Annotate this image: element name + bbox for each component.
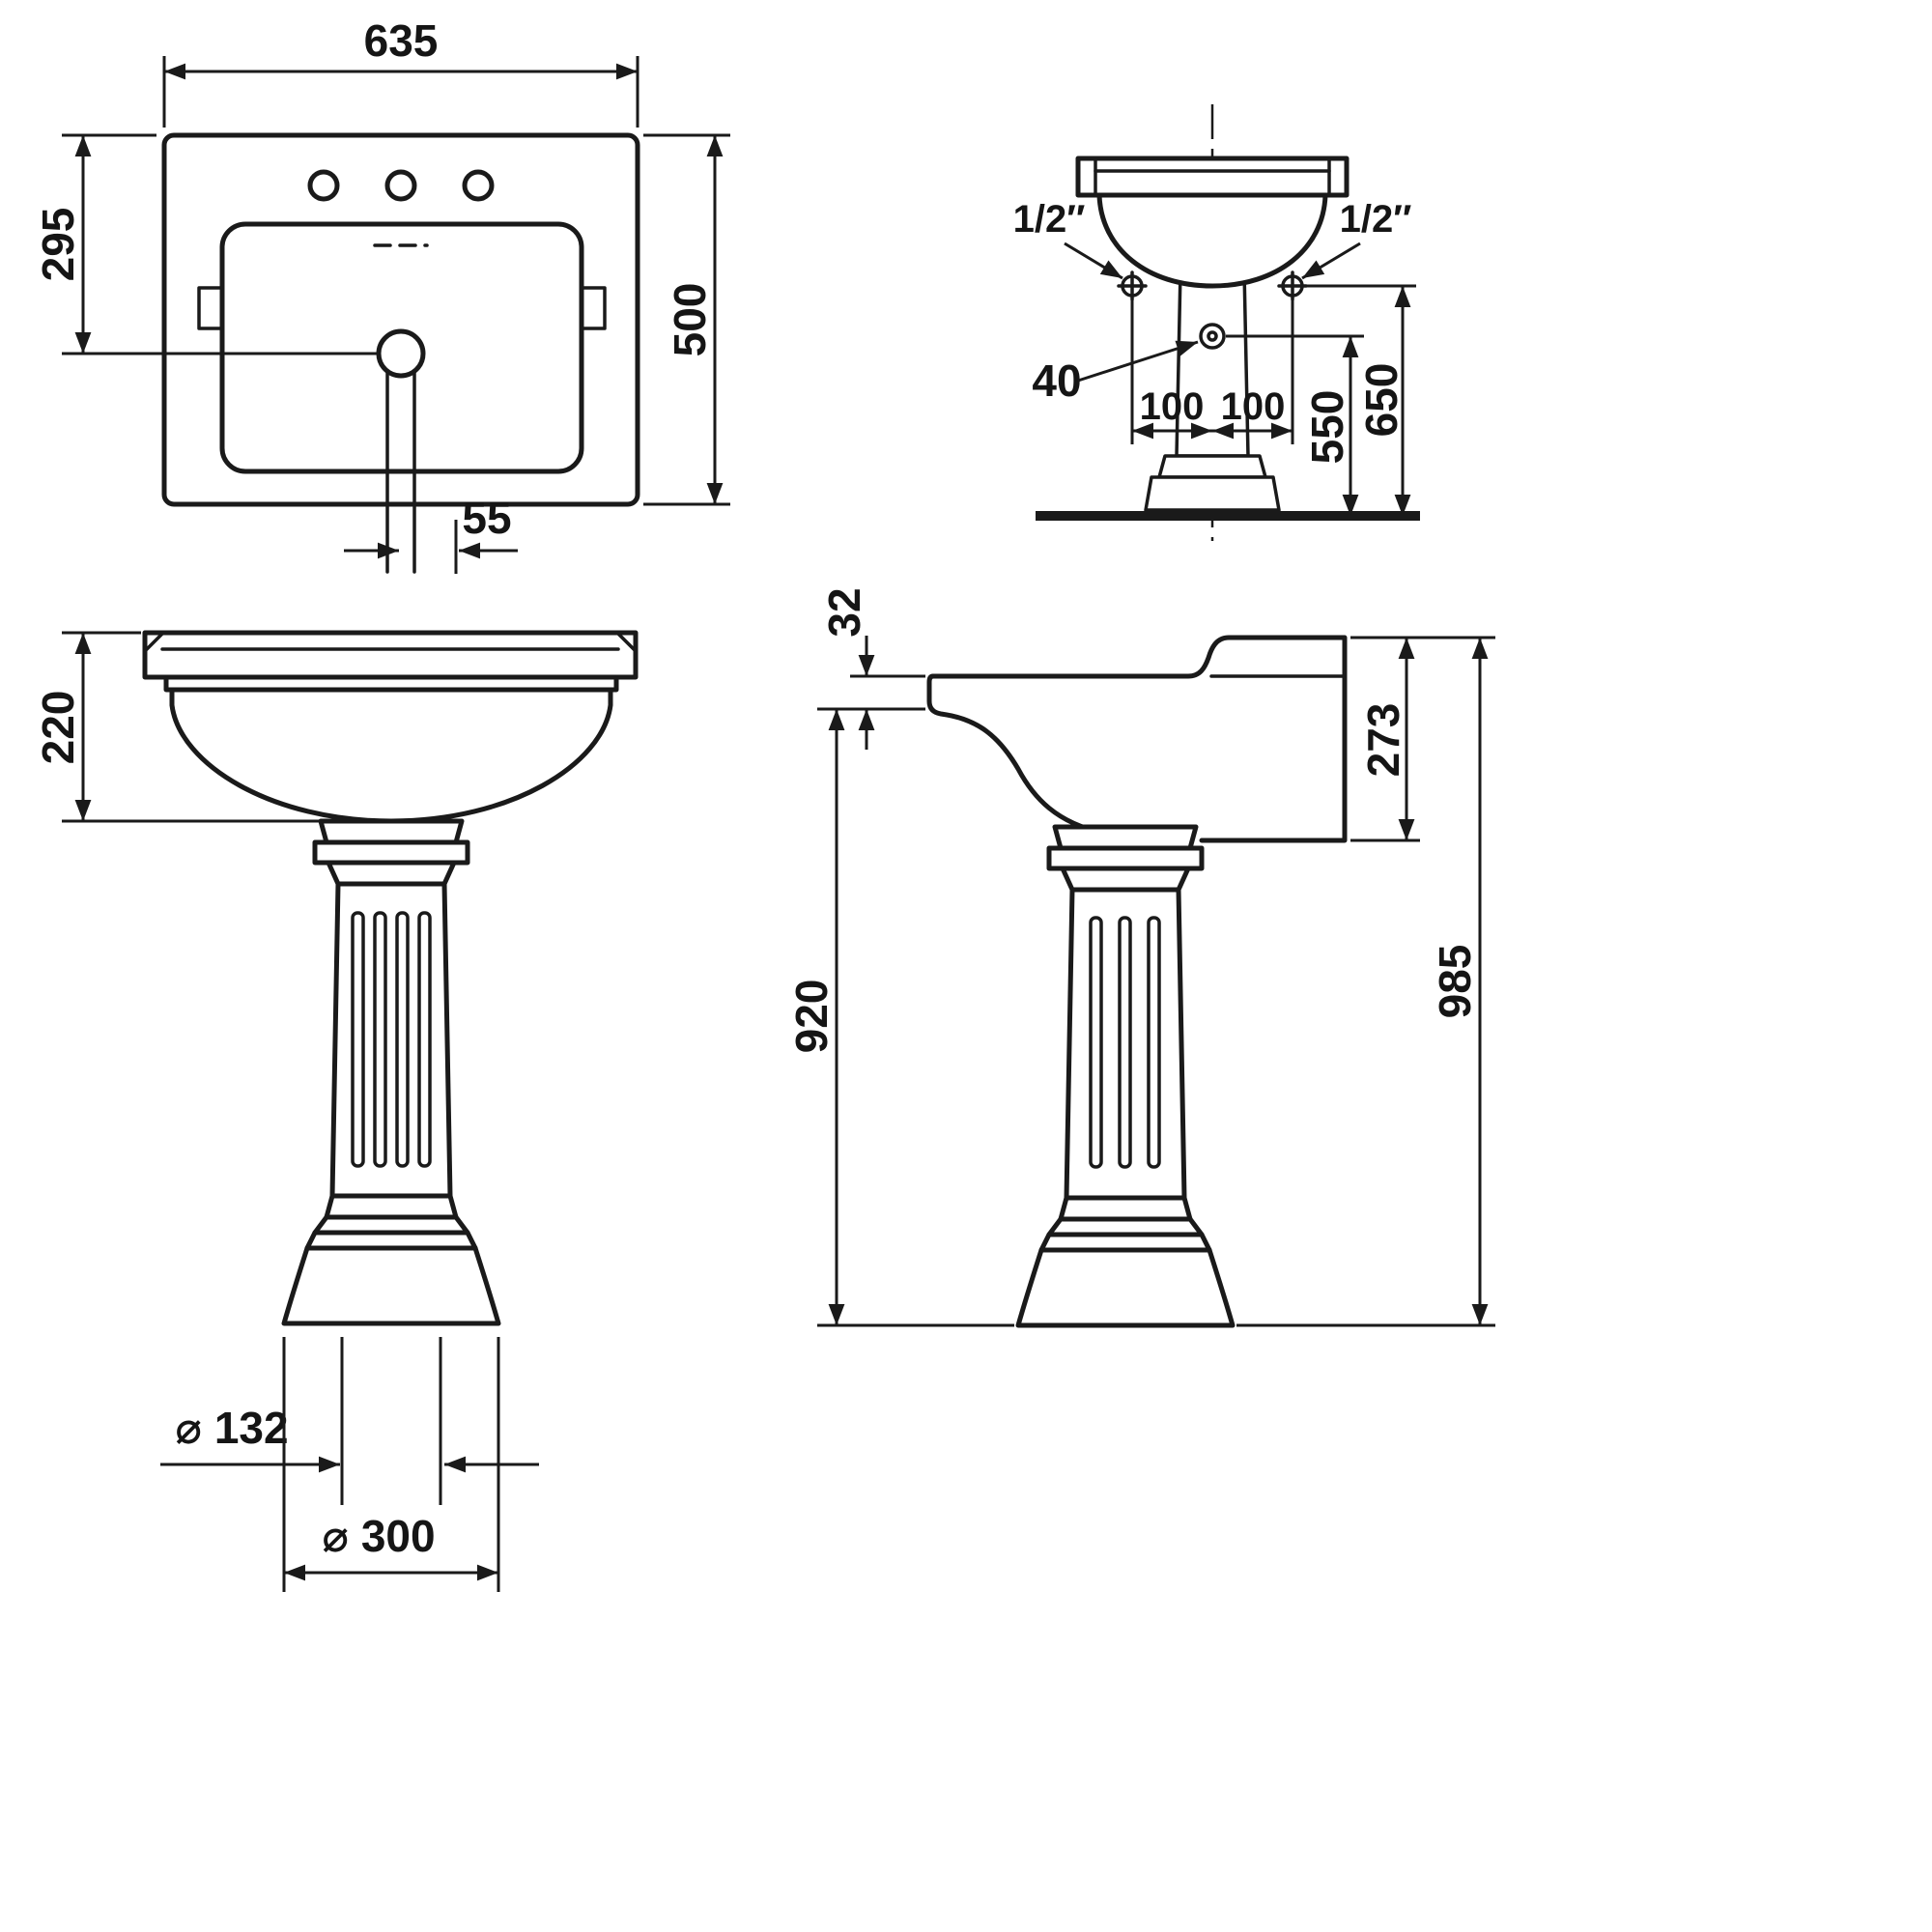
dim-overall-height: 985 [1430, 945, 1480, 1019]
label-inlet-right: 1/2″ [1340, 198, 1412, 241]
label-inlet-left: 1/2″ [1013, 198, 1086, 241]
dim-inlet-height: 650 [1356, 363, 1406, 438]
dim-waste-offset: 55 [462, 493, 511, 543]
tap-hole-right [462, 169, 495, 202]
flute [395, 911, 410, 1168]
front-dimensions: 220 ⌀ 132 ⌀ 300 [33, 631, 539, 1592]
dim-bowl-offset: 295 [33, 208, 83, 282]
plan-view: 635 500 295 55 [33, 15, 730, 574]
dim-basin-depth-side: 273 [1358, 703, 1408, 778]
flute [373, 911, 387, 1168]
flute [1147, 916, 1161, 1169]
plan-dimensions: 635 500 295 55 [33, 15, 730, 574]
waste-point [1199, 323, 1226, 350]
flute [1089, 916, 1103, 1169]
connection-view: 1/2″ 1/2″ 40 100 100 550 650 [1013, 104, 1420, 541]
connection-dimensions: 1/2″ 1/2″ 40 100 100 550 650 [1013, 198, 1416, 516]
label-waste-dia: 40 [1032, 355, 1081, 406]
dim-rim-height: 920 [786, 980, 837, 1054]
side-elevation: 32 920 273 985 [786, 587, 1495, 1328]
front-basin [142, 630, 639, 824]
dim-inlet-spacing-left: 100 [1140, 385, 1205, 428]
flute [351, 911, 365, 1168]
tap-hole-left [307, 169, 340, 202]
dim-depth: 500 [665, 283, 715, 357]
dim-rim-thickness: 32 [819, 587, 869, 637]
side-basin [926, 635, 1348, 843]
front-elevation: 220 ⌀ 132 ⌀ 300 [33, 630, 639, 1592]
front-pedestal [281, 818, 501, 1326]
connection-basin [1075, 156, 1350, 289]
dim-inlet-spacing-right: 100 [1221, 385, 1286, 428]
side-pedestal [1015, 824, 1236, 1328]
dim-base-outer-dia: ⌀ 300 [322, 1511, 435, 1561]
flute [1118, 916, 1132, 1169]
waste-hole [376, 328, 426, 379]
tap-hole-center [384, 169, 417, 202]
dim-waste-height: 550 [1302, 390, 1352, 465]
flute [417, 911, 432, 1168]
plan-basin-outline [62, 132, 640, 574]
dim-width: 635 [364, 15, 439, 66]
dim-basin-height: 220 [33, 691, 83, 765]
side-dimensions: 32 920 273 985 [786, 587, 1495, 1327]
dim-base-inner-dia: ⌀ 132 [175, 1403, 288, 1453]
